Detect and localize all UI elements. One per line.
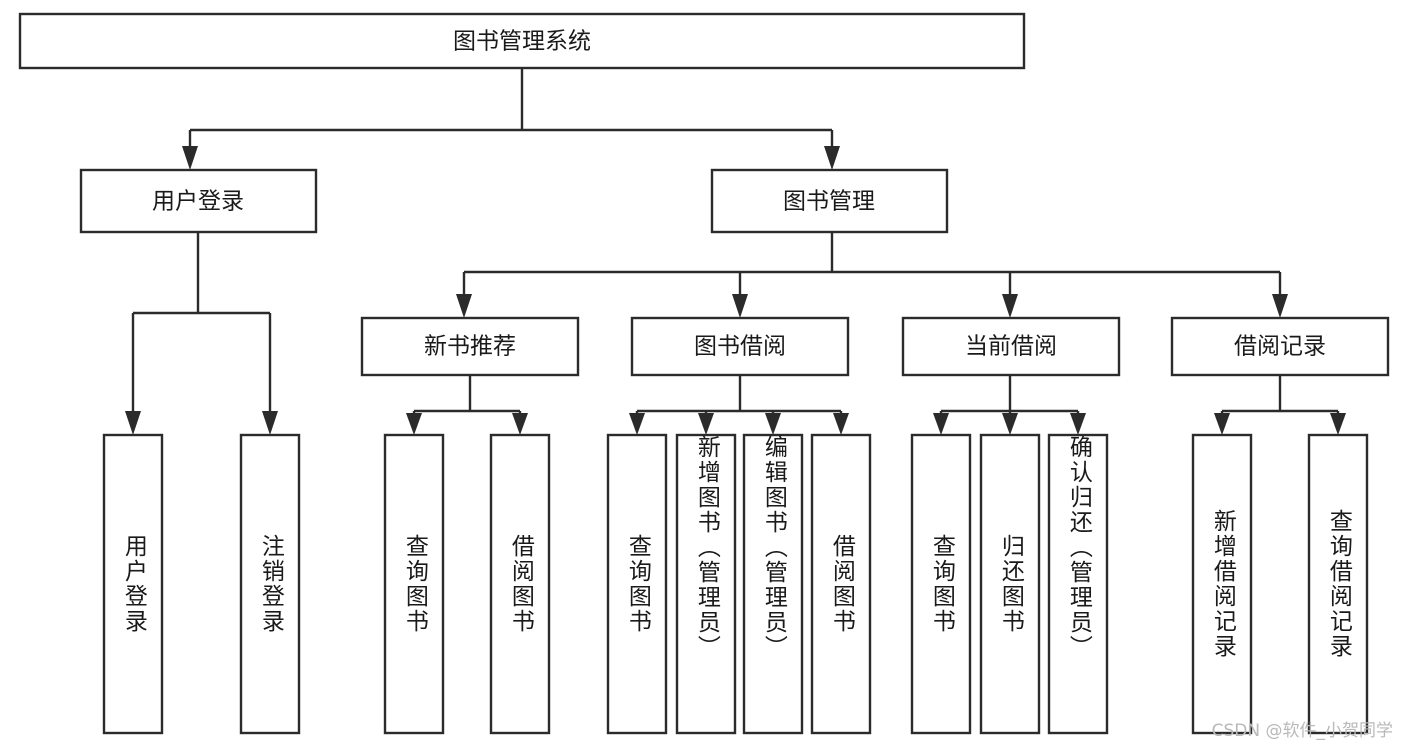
arrow-head-icon bbox=[125, 411, 141, 435]
leaf-box-borrow-book-2[interactable] bbox=[810, 433, 872, 735]
node-borrow-record[interactable]: 借阅记录 bbox=[1170, 316, 1390, 377]
connector-root-to-level2 bbox=[182, 68, 840, 170]
arrow-head-icon bbox=[933, 413, 949, 435]
node-new-book-recommend-label: 新书推荐 bbox=[424, 334, 516, 360]
arrow-head-icon bbox=[1272, 294, 1288, 318]
node-book-borrow[interactable]: 图书借阅 bbox=[630, 316, 850, 377]
arrow-head-icon bbox=[456, 294, 472, 318]
node-root[interactable]: 图书管理系统 bbox=[18, 12, 1026, 70]
arrow-head-icon bbox=[512, 413, 528, 435]
arrow-head-icon bbox=[765, 413, 781, 435]
arrow-head-icon bbox=[1214, 413, 1230, 435]
connector-borrowrecord-to-leaves bbox=[1214, 375, 1346, 435]
leaf-box-query-borrow-record[interactable] bbox=[1307, 433, 1369, 735]
connector-userlogin-to-leaves bbox=[125, 232, 278, 435]
node-current-borrow-label: 当前借阅 bbox=[965, 334, 1057, 360]
connector-bookmgmt-to-level3 bbox=[456, 232, 1288, 318]
leaf-box-add-borrow-record[interactable] bbox=[1191, 433, 1253, 735]
leaf-box-user-logout[interactable] bbox=[239, 433, 301, 735]
leaf-box-confirm-return-admin[interactable] bbox=[1047, 433, 1109, 735]
leaf-box-query-book-3[interactable] bbox=[910, 433, 972, 735]
node-root-label: 图书管理系统 bbox=[453, 29, 591, 55]
node-user-login-label: 用户登录 bbox=[152, 189, 244, 215]
leaf-box-user-login[interactable] bbox=[102, 433, 164, 735]
arrow-head-icon bbox=[824, 146, 840, 170]
arrow-head-icon bbox=[698, 413, 714, 435]
leaf-box-query-book-2[interactable] bbox=[606, 433, 668, 735]
node-new-book-recommend[interactable]: 新书推荐 bbox=[360, 316, 580, 377]
arrow-head-icon bbox=[1070, 413, 1086, 435]
node-borrow-record-label: 借阅记录 bbox=[1234, 334, 1326, 360]
leaf-box-edit-book-admin[interactable] bbox=[742, 433, 804, 735]
node-book-management-label: 图书管理 bbox=[783, 189, 875, 215]
arrow-head-icon bbox=[629, 413, 645, 435]
arrow-head-icon bbox=[182, 146, 198, 170]
node-user-login[interactable]: 用户登录 bbox=[79, 168, 318, 234]
leaf-box-return-book[interactable] bbox=[979, 433, 1041, 735]
connector-newbook-to-leaves bbox=[406, 375, 528, 435]
arrow-head-icon bbox=[833, 413, 849, 435]
arrow-head-icon bbox=[732, 294, 748, 318]
connector-currentborrow-to-leaves bbox=[933, 375, 1086, 435]
node-book-borrow-label: 图书借阅 bbox=[694, 334, 786, 360]
arrow-head-icon bbox=[1330, 413, 1346, 435]
leaf-box-add-book-admin[interactable] bbox=[675, 433, 737, 735]
arrow-head-icon bbox=[1002, 413, 1018, 435]
leaf-box-query-book-1[interactable] bbox=[383, 433, 445, 735]
connector-bookborrow-to-leaves bbox=[629, 375, 849, 435]
node-current-borrow[interactable]: 当前借阅 bbox=[901, 316, 1121, 377]
node-book-management[interactable]: 图书管理 bbox=[710, 168, 949, 234]
arrow-head-icon bbox=[262, 411, 278, 435]
leaf-box-borrow-book-1[interactable] bbox=[489, 433, 551, 735]
arrow-head-icon bbox=[1002, 294, 1018, 318]
arrow-head-icon bbox=[406, 413, 422, 435]
